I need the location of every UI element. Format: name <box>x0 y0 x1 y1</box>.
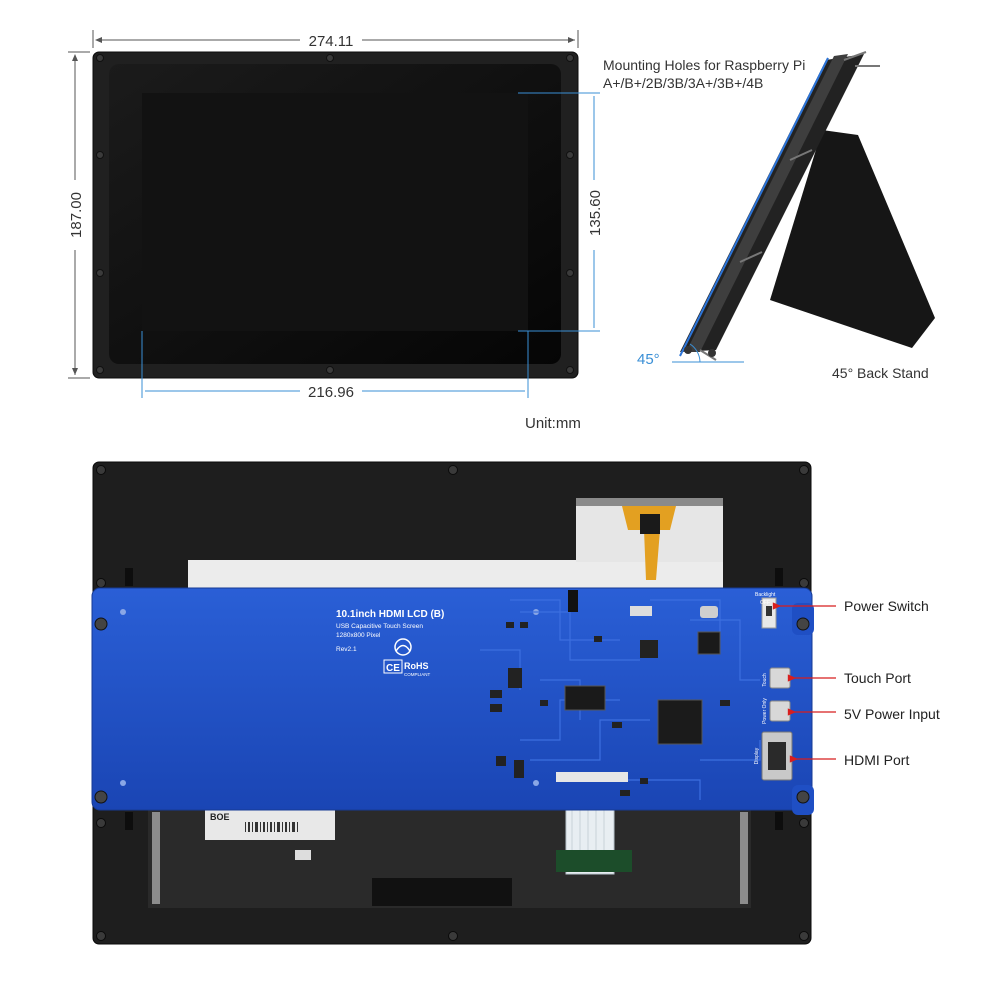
driver-pcb <box>91 587 813 811</box>
back-stand <box>770 130 935 348</box>
dimension-height <box>68 51 90 379</box>
board-title: 10.1inch HDMI LCD (B) <box>336 609 444 620</box>
pcb-screws <box>94 617 810 804</box>
dimension-display-height <box>518 92 600 332</box>
power-input-label: 5V Power Input <box>844 706 940 722</box>
regulator-chip <box>508 668 522 688</box>
touch-fpc-cable <box>622 506 676 580</box>
hdmi-port-opening <box>768 742 786 770</box>
dimension-display-width <box>141 331 529 398</box>
height-label: 187.00 <box>68 192 85 238</box>
side-panel-edge <box>686 54 848 352</box>
panel-brand: BOE <box>210 812 230 822</box>
panel-tape <box>372 878 512 906</box>
ce-mark: CE <box>386 663 400 674</box>
touch-port-label: Touch Port <box>844 670 911 686</box>
board-revision: Rev2.1 <box>336 646 357 653</box>
metal-rail-left <box>152 812 160 904</box>
display-width-label: 216.96 <box>308 384 354 401</box>
secondary-chip <box>564 685 606 711</box>
panel-barcode <box>245 822 298 832</box>
audio-jack <box>568 590 578 612</box>
back-view: BOE <box>92 461 812 945</box>
side-foot-2 <box>708 349 716 357</box>
board-resolution: 1280x800 Pixel <box>336 632 381 639</box>
back-screws <box>96 465 809 941</box>
power-only-silk: Power Only <box>762 698 768 724</box>
back-stand-label: 45° Back Stand <box>832 365 929 381</box>
driver-board <box>91 587 814 815</box>
front-screws <box>96 54 574 374</box>
waveshare-logo <box>394 638 412 656</box>
power-switch-knob <box>766 606 772 616</box>
ribbon-connector-board <box>556 850 632 872</box>
display-silk: Display <box>754 747 760 764</box>
side-standoffs <box>699 51 880 361</box>
dimension-width <box>92 30 579 48</box>
unit-label: Unit:mm <box>525 415 581 432</box>
panel-connector <box>295 850 311 860</box>
angle-arc <box>689 343 701 363</box>
ce-box <box>383 659 403 674</box>
usb-hub-chip <box>697 631 721 655</box>
power-switch-label: Power Switch <box>844 598 929 614</box>
main-controller-chip <box>657 699 703 745</box>
width-label: 274.11 <box>309 33 354 50</box>
board-subtitle: USB Capacitive Touch Screen <box>336 623 423 630</box>
fpc-connector <box>630 606 652 616</box>
back-slots <box>125 568 783 830</box>
power-usb-port <box>769 700 791 722</box>
display-height-label: 135.60 <box>587 190 604 236</box>
smd-components <box>490 622 730 796</box>
pcb-vias <box>120 609 539 786</box>
side-foot <box>684 346 692 354</box>
callout-lines <box>772 602 836 763</box>
side-view <box>672 51 935 363</box>
touch-silk: Touch <box>762 673 768 687</box>
display-fpc-connector <box>556 772 628 782</box>
front-display-area <box>142 93 528 331</box>
mounting-holes-models: A+/B+/2B/3B/3A+/3B+/4B <box>603 75 763 91</box>
ldo-chip <box>640 640 658 658</box>
touch-usb-port <box>769 667 791 689</box>
hdmi-port-label: HDMI Port <box>844 752 909 768</box>
front-view <box>92 51 579 379</box>
rohs-compliant: COMPLIANT <box>404 672 431 677</box>
angle-label: 45° <box>637 351 660 368</box>
touch-panel-edge <box>576 498 723 506</box>
rohs-mark: RoHS <box>404 661 429 671</box>
off-silk: OFF <box>760 600 770 606</box>
touch-ic <box>640 514 660 534</box>
mounting-holes-title: Mounting Holes for Raspberry Pi <box>603 57 805 73</box>
side-panel-glass <box>679 57 829 357</box>
metal-rail-right <box>740 812 748 904</box>
backlight-silk: Backlight <box>755 592 776 598</box>
crystal <box>700 606 718 618</box>
